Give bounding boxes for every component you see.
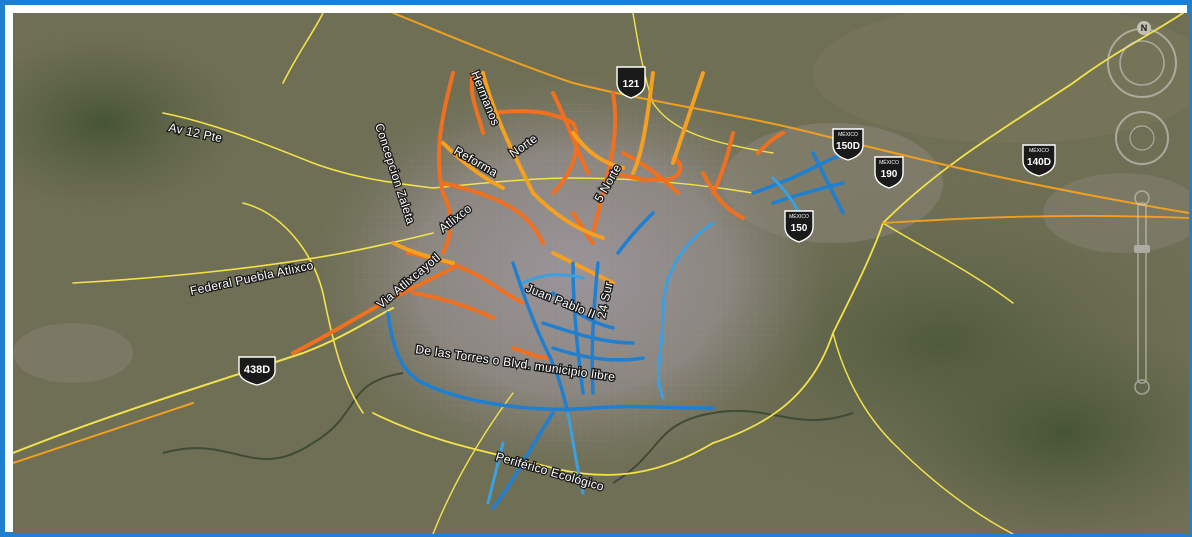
route-segment bbox=[551, 346, 645, 362]
highway-line bbox=[282, 13, 324, 84]
highway-line bbox=[882, 13, 1184, 224]
navigation-controls[interactable] bbox=[1107, 21, 1177, 395]
route-segment bbox=[671, 71, 705, 165]
route-segment bbox=[811, 151, 845, 215]
route-segment bbox=[616, 211, 655, 255]
highway-shield-150d: MÉXICO 150D bbox=[832, 128, 864, 161]
route-segment bbox=[411, 291, 495, 320]
svg-text:121: 121 bbox=[623, 79, 640, 90]
zoom-out-icon[interactable] bbox=[1134, 379, 1150, 395]
route-segment bbox=[590, 261, 600, 395]
route-segment bbox=[441, 141, 505, 190]
highway-line bbox=[372, 412, 714, 476]
highway-line bbox=[432, 392, 514, 534]
highway-line bbox=[632, 13, 774, 154]
highway-shield-438d: 438D bbox=[238, 356, 276, 386]
highway-line bbox=[242, 202, 364, 414]
route-segment bbox=[591, 91, 618, 235]
route-segment bbox=[611, 156, 683, 183]
route-segment bbox=[566, 411, 585, 495]
zoom-in-icon[interactable] bbox=[1134, 190, 1150, 206]
river bbox=[162, 372, 404, 460]
svg-text:MÉXICO: MÉXICO bbox=[1029, 147, 1049, 154]
route-segment bbox=[771, 181, 845, 205]
highway-shield-150: MÉXICO 150 bbox=[784, 210, 814, 243]
route-segment bbox=[711, 131, 735, 195]
highway-orange bbox=[392, 13, 1189, 214]
highway-line bbox=[72, 232, 434, 284]
highway-line bbox=[832, 332, 1014, 534]
route-segment bbox=[391, 241, 455, 265]
svg-text:190: 190 bbox=[881, 169, 898, 180]
orange-highways bbox=[13, 13, 1189, 464]
route-segment bbox=[756, 131, 785, 155]
route-segment bbox=[481, 71, 535, 195]
satellite-map[interactable]: Av 12 Pte Concepcion Zaleta Reforma Herm… bbox=[13, 13, 1189, 534]
svg-text:MÉXICO: MÉXICO bbox=[879, 159, 899, 166]
svg-text:150: 150 bbox=[791, 223, 808, 234]
route-segment bbox=[521, 273, 585, 285]
northeast-fields bbox=[813, 13, 1189, 143]
highway-orange bbox=[882, 215, 1189, 224]
look-joystick[interactable] bbox=[1115, 111, 1169, 165]
route-segment bbox=[491, 411, 555, 510]
zoom-slider-handle[interactable] bbox=[1134, 245, 1150, 253]
route-segment bbox=[571, 131, 625, 170]
route-segment bbox=[621, 151, 680, 195]
route-segment bbox=[551, 251, 615, 285]
svg-text:MÉXICO: MÉXICO bbox=[789, 213, 809, 220]
highway-line bbox=[162, 112, 434, 189]
highway-shield-140d: MÉXICO 140D bbox=[1022, 144, 1056, 177]
route-segment bbox=[631, 71, 655, 175]
compass-north-marker[interactable] bbox=[1137, 21, 1151, 35]
route-segment bbox=[386, 311, 715, 411]
highway-line bbox=[882, 222, 1014, 304]
highway-shield-121: 121 bbox=[616, 66, 646, 99]
orange-routes bbox=[291, 71, 785, 360]
highway-line bbox=[432, 177, 754, 194]
route-segment bbox=[436, 71, 455, 255]
route-segment bbox=[291, 266, 455, 355]
route-segment bbox=[511, 346, 550, 360]
svg-text:MÉXICO: MÉXICO bbox=[838, 131, 858, 138]
highway-orange bbox=[13, 402, 194, 464]
southeast-hills bbox=[883, 323, 1189, 534]
river bbox=[612, 409, 854, 484]
route-segment bbox=[469, 71, 485, 135]
highway-shield-190: MÉXICO 190 bbox=[874, 156, 904, 189]
svg-text:150D: 150D bbox=[836, 141, 860, 152]
route-segment bbox=[541, 321, 635, 345]
orange-light-routes bbox=[391, 71, 705, 285]
urban-west bbox=[13, 323, 133, 383]
zoom-slider[interactable] bbox=[1137, 202, 1147, 384]
western-hills bbox=[13, 33, 243, 213]
route-segment bbox=[551, 91, 590, 175]
route-segment bbox=[701, 171, 745, 220]
urban-east bbox=[723, 123, 943, 243]
route-segment bbox=[511, 261, 570, 415]
svg-text:438D: 438D bbox=[244, 364, 270, 376]
route-segment bbox=[441, 181, 545, 245]
route-segment bbox=[491, 109, 579, 195]
route-segment bbox=[486, 441, 505, 505]
route-segment bbox=[657, 221, 715, 400]
svg-text:140D: 140D bbox=[1027, 157, 1051, 168]
compass-north-label: N bbox=[1141, 23, 1148, 33]
route-segment bbox=[551, 291, 615, 330]
route-segment bbox=[531, 191, 605, 240]
